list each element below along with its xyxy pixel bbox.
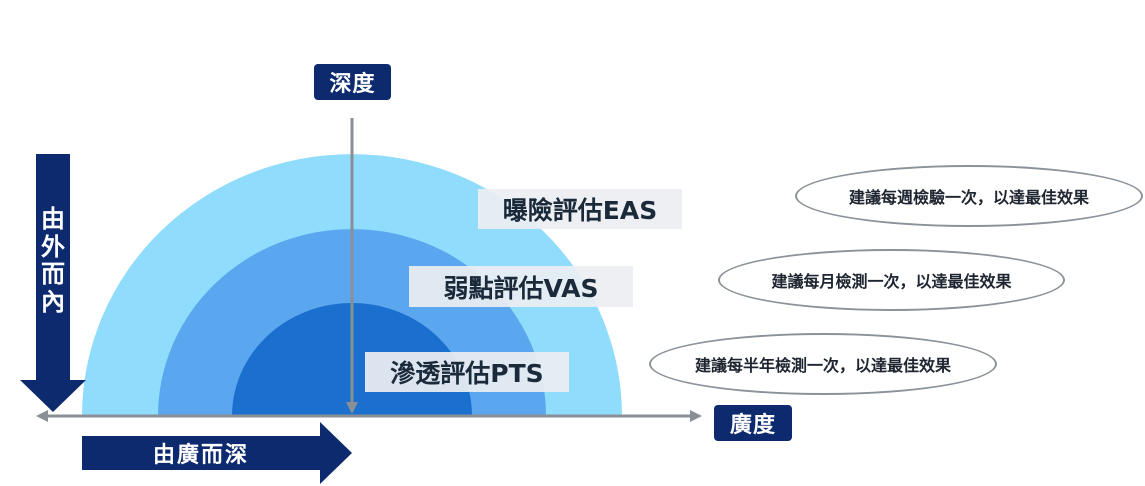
outside-in-char-1: 由 (41, 205, 65, 233)
outside-in-text: 由 外 而 內 (36, 205, 70, 316)
layer-label-pts: 滲透評估PTS (365, 352, 569, 392)
outside-in-char-2: 外 (41, 232, 65, 261)
recommendation-eas: 建議每週檢驗一次，以達最佳效果 (795, 165, 1143, 227)
recommendation-pts: 建議每半年檢測一次，以達最佳效果 (649, 333, 997, 395)
breadth-axis-left-head (36, 410, 48, 422)
outside-in-char-3: 而 (41, 260, 65, 289)
breadth-axis-right-head (690, 410, 702, 422)
outside-in-char-4: 內 (41, 287, 65, 316)
breadth-to-depth-arrow (82, 422, 352, 484)
depth-axis-tag: 深度 (314, 64, 391, 100)
layer-label-vas: 弱點評估VAS (409, 266, 633, 307)
breadth-axis-tag: 廣度 (714, 405, 792, 441)
breadth-to-depth-text: 由廣而深 (152, 443, 249, 468)
recommendation-vas: 建議每月檢測一次，以達最佳效果 (718, 249, 1065, 311)
depth-axis-head (346, 402, 358, 414)
layer-label-eas: 曝險評估EAS (478, 189, 682, 229)
outside-in-arrow (20, 154, 86, 412)
